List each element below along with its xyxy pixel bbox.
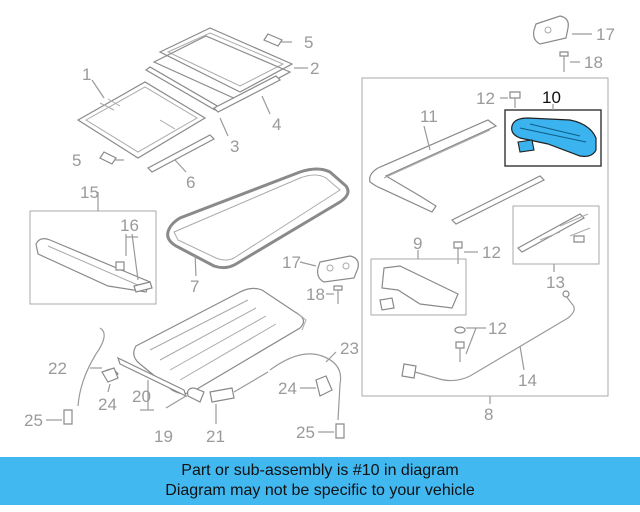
- info-banner: Part or sub-assembly is #10 in diagram D…: [0, 457, 640, 505]
- bolt-part-12-mid[interactable]: [453, 241, 463, 264]
- sunshade-part-15[interactable]: [35, 238, 151, 293]
- callout-5-top: 5: [304, 33, 313, 52]
- callout-22: 22: [48, 359, 67, 378]
- bolt-part-5-left[interactable]: [99, 151, 124, 165]
- callout-12-mid: 12: [482, 243, 501, 262]
- bolt-part-12-low[interactable]: [454, 326, 466, 362]
- glass-frame-part-2[interactable]: [152, 27, 294, 101]
- callout-25-left: 25: [24, 411, 43, 430]
- callout-20: 20: [132, 387, 151, 406]
- callout-16: 16: [120, 216, 139, 235]
- callout-5-left: 5: [72, 151, 81, 170]
- callout-7: 7: [190, 277, 199, 296]
- roller-blind-assembly[interactable]: [133, 287, 307, 395]
- callout-2: 2: [310, 59, 319, 78]
- bolt-part-5-top[interactable]: [263, 33, 292, 47]
- callout-13: 13: [546, 273, 565, 292]
- guide-group-box-13: [512, 205, 600, 265]
- clip-part-25-right[interactable]: [335, 423, 345, 439]
- callout-25-right: 25: [296, 423, 315, 442]
- frame-assembly-box: [361, 77, 609, 397]
- callout-18-top: 18: [584, 53, 603, 72]
- callout-3: 3: [230, 137, 239, 156]
- callout-9: 9: [413, 234, 422, 253]
- bolt-part-12-top[interactable]: [509, 91, 521, 108]
- guide-part-13[interactable]: [517, 213, 591, 253]
- sunshade-group-box: [29, 210, 157, 305]
- bracket-part-24-right[interactable]: [315, 375, 333, 397]
- motor-part-17-top[interactable]: [533, 15, 569, 45]
- callout-12-top: 12: [476, 89, 495, 108]
- callout-4: 4: [272, 115, 281, 134]
- rail-lower[interactable]: [450, 175, 546, 225]
- rail-part-11[interactable]: [369, 119, 498, 213]
- bracket-part-24-left[interactable]: [101, 367, 119, 383]
- banner-line-2: Diagram may not be specific to your vehi…: [165, 482, 475, 499]
- callout-6: 6: [186, 173, 195, 192]
- callout-11: 11: [420, 107, 438, 126]
- motor-part-17-center[interactable]: [317, 255, 359, 283]
- callout-14: 14: [518, 371, 537, 390]
- callout-15: 15: [80, 183, 99, 202]
- callout-24-left: 24: [98, 395, 117, 414]
- callout-10: 10: [542, 88, 561, 107]
- callout-19: 19: [154, 427, 173, 446]
- banner-line-1: Part or sub-assembly is #10 in diagram: [181, 462, 459, 479]
- callout-23: 23: [340, 339, 359, 358]
- callout-21: 21: [206, 427, 225, 446]
- bolt-part-18-top[interactable]: [559, 51, 569, 72]
- callout-17-top: 17: [596, 25, 615, 44]
- callout-8: 8: [484, 405, 493, 424]
- bracket-part-9[interactable]: [379, 265, 459, 311]
- seal-strip-part-4[interactable]: [212, 75, 282, 113]
- bolt-part-18-center[interactable]: [333, 285, 343, 304]
- glass-panel-part-1[interactable]: [76, 81, 207, 159]
- cable-part-23[interactable]: [269, 353, 342, 421]
- leader-lines: [46, 33, 592, 433]
- callout-12-low: 12: [488, 319, 507, 338]
- highlighted-bracket-part-10[interactable]: [511, 117, 597, 157]
- callout-24-right: 24: [278, 379, 297, 398]
- callout-18-center: 18: [306, 285, 325, 304]
- callout-17-center: 17: [282, 253, 301, 272]
- clip-part-16[interactable]: [115, 261, 153, 293]
- callout-1: 1: [82, 65, 91, 84]
- weatherstrip-part-7[interactable]: [166, 167, 350, 270]
- clip-part-25-left[interactable]: [63, 409, 73, 425]
- seal-strip-part-6[interactable]: [147, 134, 215, 173]
- motor-part-21[interactable]: [187, 371, 269, 403]
- drain-hose-part-14[interactable]: [401, 290, 575, 382]
- parts-diagram: 1 2 3 4 5 5 6 7 8 9 10 11 12 12 12 13 14…: [24, 15, 615, 446]
